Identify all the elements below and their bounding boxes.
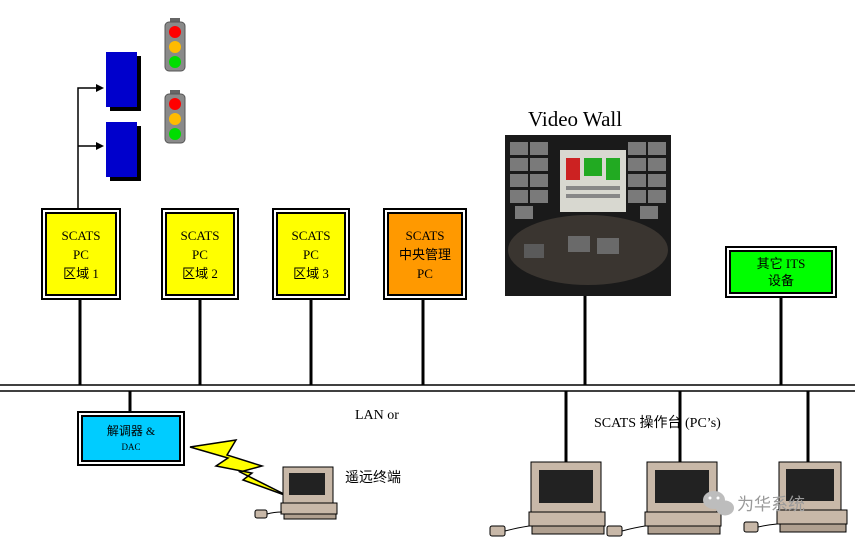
box-line: PC: [73, 246, 89, 262]
controller-arrows: [77, 84, 104, 212]
scats-pc-region-2-box: SCATS PC 区域 2: [165, 212, 235, 296]
box-line: SCATS: [180, 227, 220, 243]
box-line: SCATS: [61, 227, 101, 243]
box-line: PC: [303, 246, 319, 262]
terminal-connectors: [128, 391, 810, 462]
lan-bus: [0, 384, 855, 392]
box-line: 区域 3: [293, 265, 329, 281]
wechat-icon: [703, 491, 734, 516]
scats-central-pc-box: SCATS 中央管理 PC: [387, 212, 463, 296]
video-wall-title: Video Wall: [528, 107, 623, 131]
box-line: 区域 2: [182, 265, 218, 281]
traffic-light-icon: [164, 18, 186, 72]
lan-label: LAN or: [355, 408, 399, 423]
controller-icon: [106, 52, 141, 111]
video-wall-image: [505, 135, 671, 296]
box-line: SCATS: [405, 227, 445, 243]
box-line: 设备: [767, 273, 794, 288]
computer-icon: [743, 461, 848, 533]
box-line: 解调器 &: [106, 423, 156, 438]
box-line: 中央管理: [398, 246, 451, 262]
scats-pc-region-3-box: SCATS PC 区域 3: [276, 212, 346, 296]
box-line: PC: [192, 246, 208, 262]
box-line: 区域 1: [63, 265, 99, 281]
lightning-icon: [189, 439, 291, 498]
computer-icon: [489, 461, 606, 537]
scats-pc-region-1-box: SCATS PC 区域 1: [45, 212, 117, 296]
watermark-text: 为华系统: [737, 495, 805, 515]
computer-icon: [254, 466, 338, 520]
operator-consoles-label: SCATS 操作台 (PC’s): [594, 416, 721, 431]
box-line: PC: [417, 265, 433, 281]
modem-dac-box: 解调器 & DAC: [81, 415, 181, 462]
box-line: 其它 ITS: [756, 256, 806, 271]
traffic-light-icon: [164, 90, 186, 144]
box-line: DAC: [121, 441, 141, 452]
other-its-device-box: 其它 ITS 设备: [729, 250, 833, 294]
remote-terminal-label: 遥远终端: [345, 471, 401, 486]
controller-icon: [106, 122, 141, 181]
box-connectors: [78, 295, 783, 385]
box-line: SCATS: [291, 227, 331, 243]
